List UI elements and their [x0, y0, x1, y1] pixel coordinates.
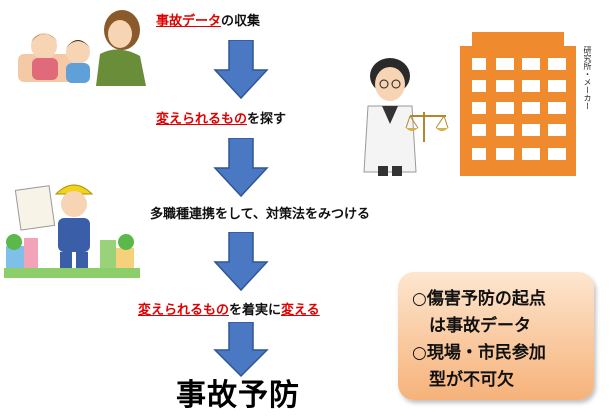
down-arrow-1-icon — [213, 40, 269, 100]
step-4-highlight-1: 変えられるもの — [138, 303, 230, 318]
building-label: 研究所・メーカー — [583, 46, 592, 110]
step-1-rest: の収集 — [221, 14, 261, 29]
down-arrow-4-icon — [213, 322, 269, 378]
step-1-highlight: 事故データ — [156, 14, 222, 29]
worker-blueprint-illustration — [4, 184, 140, 278]
down-arrow-2-icon — [213, 138, 269, 198]
step-1: 事故データの収集 — [156, 10, 260, 29]
step-2-rest: を探す — [247, 112, 287, 127]
step-4-mid: を着実に — [229, 303, 282, 318]
note-box: ○傷害予防の起点 は事故データ ○現場・市民参加 型が不可欠 — [398, 272, 594, 400]
step-2: 変えられるものを探す — [156, 108, 286, 127]
step-2-highlight: 変えられるもの — [156, 112, 248, 127]
down-arrow-3-icon — [213, 232, 269, 292]
mother-children-illustration — [18, 10, 146, 86]
note-line-1: ○傷害予防の起点 — [412, 289, 546, 309]
note-line-3: ○現場・市民参加 — [412, 343, 546, 363]
building-illustration — [460, 32, 576, 176]
scientist-scale-illustration — [363, 58, 449, 176]
step-4: 変えられるものを着実に変える — [138, 299, 320, 318]
step-4-highlight-2: 変える — [281, 303, 320, 318]
step-3: 多職種連携をして、対策法をみつける — [150, 207, 370, 222]
note-line-4: 型が不可欠 — [412, 370, 514, 390]
note-line-2: は事故データ — [412, 316, 531, 336]
final-goal: 事故予防 — [176, 378, 300, 413]
